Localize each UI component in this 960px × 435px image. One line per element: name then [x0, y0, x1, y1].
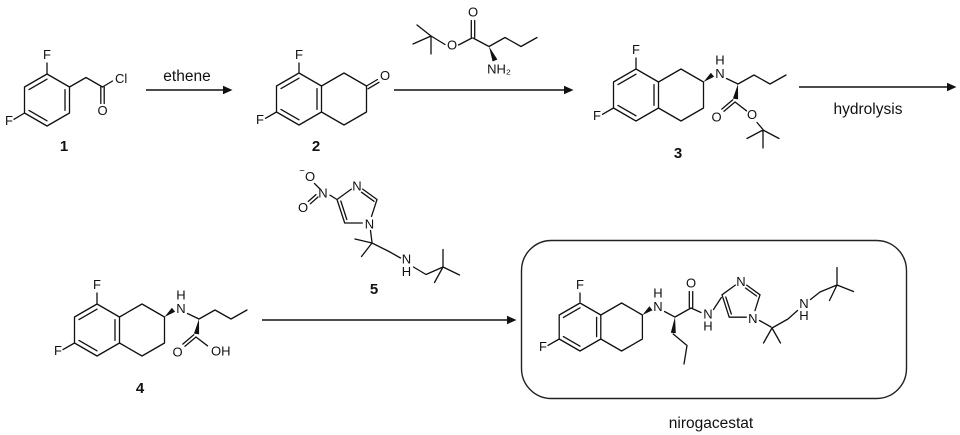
reaction-arrow-4 [262, 315, 517, 325]
atom-label-hydrogen: H [715, 53, 724, 68]
arrow-label-hydrolysis: hydrolysis [834, 101, 903, 118]
amino-ester-reagent: O O NH₂ [412, 5, 538, 77]
atom-label-fluorine: F [539, 339, 547, 354]
arrowhead-icon [564, 85, 574, 95]
atom-label-fluorine: F [93, 277, 101, 292]
compound-number-5: 5 [370, 281, 378, 298]
atom-label-hydrogen: H [402, 264, 411, 279]
atom-label-nitrogen: N [703, 307, 712, 322]
wedge-bond [732, 84, 739, 100]
product-box [520, 239, 908, 400]
atom-label-hydroxyl: OH [211, 344, 231, 359]
atom-label-chlorine: Cl [115, 71, 127, 86]
product-name-label: nirogacestat [669, 415, 754, 432]
compound-4-skeleton [62, 292, 248, 357]
arrowhead-icon [223, 85, 233, 95]
arrow-label-ethene: ethene [163, 68, 210, 85]
product-group: F F H N O N H N N N H nirogacestat [520, 239, 908, 432]
atom-label-oxygen: O [686, 276, 696, 291]
wedge-bond [703, 72, 715, 82]
compound-1-skeleton [13, 62, 114, 127]
atom-label-nitrogen: N [748, 311, 757, 326]
atom-label-nitrogen: N [715, 66, 724, 81]
compound-5-skeleton [307, 182, 461, 284]
product-skeleton [547, 266, 855, 365]
reaction-arrow-hydrolysis: hydrolysis [799, 82, 957, 118]
wedge-bond [642, 306, 653, 315]
atom-label-oxygen: O [468, 5, 478, 20]
atom-label-fluorine: F [295, 47, 303, 62]
atom-label-amine: NH₂ [487, 62, 511, 77]
compound-2-skeleton [264, 62, 380, 126]
atom-label-fluorine: F [256, 112, 264, 127]
reaction-arrow-1: ethene [146, 68, 233, 95]
compound-number-1: 1 [60, 138, 68, 155]
charge-label-minus: − [299, 166, 305, 177]
atom-label-oxygen: O [305, 169, 315, 184]
atom-label-nitrogen: N [352, 179, 361, 194]
amino-ester-skeleton [412, 19, 538, 55]
compound-2: F F O 2 [256, 47, 390, 155]
atom-label-hydrogen: H [799, 308, 808, 323]
atom-label-nitrogen: N [736, 274, 745, 289]
arrowhead-icon [947, 82, 957, 92]
atom-label-oxygen: O [380, 68, 390, 83]
atom-label-nitrogen: N [799, 296, 808, 311]
wedge-bond [670, 317, 676, 334]
reaction-arrow-2 [394, 85, 574, 95]
atom-label-oxygen: O [97, 103, 107, 118]
compound-3: F F H N O O 3 [593, 42, 787, 162]
atom-label-oxygen: O [447, 38, 457, 53]
arrowhead-icon [507, 315, 517, 325]
atom-label-nitrogen: N [318, 186, 327, 201]
atom-label-nitrogen: N [653, 299, 662, 314]
atom-label-fluorine: F [5, 113, 13, 128]
atom-label-fluorine: F [576, 277, 584, 292]
atom-label-fluorine: F [54, 343, 62, 358]
compound-number-4: 4 [136, 380, 145, 397]
atom-label-oxygen: O [711, 110, 721, 125]
compound-4: F F H N O OH 4 [54, 277, 248, 397]
compound-1: F F Cl O 1 [5, 47, 127, 155]
wedge-bond [164, 307, 176, 317]
atom-label-nitrogen: N [402, 252, 411, 267]
atom-label-nitrogen: N [176, 301, 185, 316]
atom-label-oxygen: O [172, 345, 182, 360]
atom-label-oxygen: O [747, 107, 757, 122]
wedge-bond [193, 319, 200, 335]
atom-label-oxygen: O [298, 200, 308, 215]
atom-label-fluorine: F [593, 108, 601, 123]
atom-label-hydrogen: H [653, 286, 662, 301]
atom-label-hydrogen: H [703, 319, 712, 334]
compound-3-skeleton [601, 57, 787, 149]
atom-label-fluorine: F [632, 42, 640, 57]
compound-5: − O N O N N N H 5 [298, 166, 461, 298]
atom-label-nitrogen: N [365, 217, 374, 232]
compound-number-2: 2 [312, 138, 320, 155]
atom-label-hydrogen: H [176, 288, 185, 303]
atom-label-fluorine: F [43, 47, 51, 62]
compound-number-3: 3 [674, 145, 682, 162]
wedge-bond [489, 46, 498, 62]
